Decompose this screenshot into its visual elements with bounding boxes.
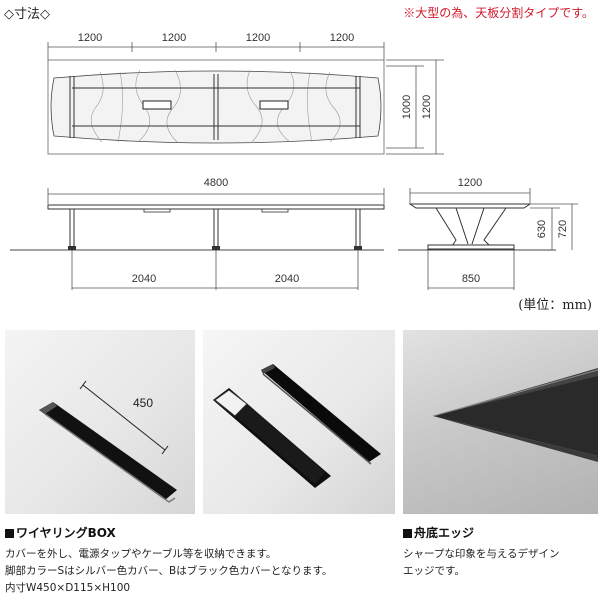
edge-line-1: シャープな印象を与えるデザイン bbox=[403, 548, 560, 560]
wiring-box-image bbox=[39, 380, 177, 503]
side-view-table bbox=[10, 204, 385, 251]
end-base-width: 850 bbox=[462, 273, 480, 285]
leg-spacing-2: 2040 bbox=[275, 273, 299, 285]
split-top-note: ※大型の為、天板分割タイプです。 bbox=[403, 6, 594, 20]
end-height-1: 630 bbox=[536, 220, 548, 238]
end-width-dimension bbox=[409, 188, 531, 203]
side-width-dimension bbox=[47, 188, 385, 204]
edge-photo bbox=[403, 330, 598, 514]
wiring-box-photo: 450 bbox=[5, 330, 195, 514]
end-height-2: 720 bbox=[557, 220, 569, 238]
plan-view-table bbox=[47, 59, 385, 155]
end-view-table bbox=[398, 203, 556, 251]
wiring-box-title: ワイヤリングBOX bbox=[5, 524, 116, 541]
plan-width-4: 1200 bbox=[330, 32, 354, 44]
edge-line-2: エッジです。 bbox=[403, 565, 465, 577]
edge-title: 舟底エッジ bbox=[403, 524, 474, 541]
plan-depth-2: 1200 bbox=[421, 95, 433, 119]
wiring-box-cover-photo bbox=[203, 330, 395, 514]
plan-width-1: 1200 bbox=[78, 32, 102, 44]
edge-image bbox=[432, 368, 598, 462]
wiring-box-line-3: 内寸W450×D115×H100 bbox=[5, 582, 131, 594]
wiring-box-line-1: カバーを外し、電源タップやケーブル等を収納できます。 bbox=[5, 548, 277, 560]
side-total-width: 4800 bbox=[204, 177, 228, 189]
dimension-drawing: 1200 1200 1200 1200 bbox=[10, 32, 578, 290]
leg-spacing-1: 2040 bbox=[132, 273, 156, 285]
edge-description: シャープな印象を与えるデザイン エッジです。 bbox=[403, 546, 598, 580]
plan-width-2: 1200 bbox=[162, 32, 186, 44]
wiring-box-cover-image bbox=[213, 364, 381, 488]
unit-label: (単位：mm) bbox=[518, 298, 592, 313]
leg-spacing-dimension bbox=[71, 250, 359, 290]
square-bullet-icon bbox=[403, 529, 412, 538]
plan-depth-dimension bbox=[386, 59, 444, 155]
plan-width-3: 1200 bbox=[246, 32, 270, 44]
end-height-dimension bbox=[427, 203, 578, 290]
wiring-box-description: カバーを外し、電源タップやケーブル等を収納できます。 脚部カラーSはシルバー色カ… bbox=[5, 546, 400, 597]
wiring-box-line-2: 脚部カラーSはシルバー色カバー、Bはブラック色カバーとなります。 bbox=[5, 565, 333, 577]
square-bullet-icon bbox=[5, 529, 14, 538]
section-title: ◇寸法◇ bbox=[4, 7, 50, 22]
wiring-box-dimension: 450 bbox=[133, 396, 154, 410]
plan-depth-1: 1000 bbox=[401, 95, 413, 119]
end-width: 1200 bbox=[458, 177, 482, 189]
plan-dimension-line bbox=[47, 42, 385, 60]
